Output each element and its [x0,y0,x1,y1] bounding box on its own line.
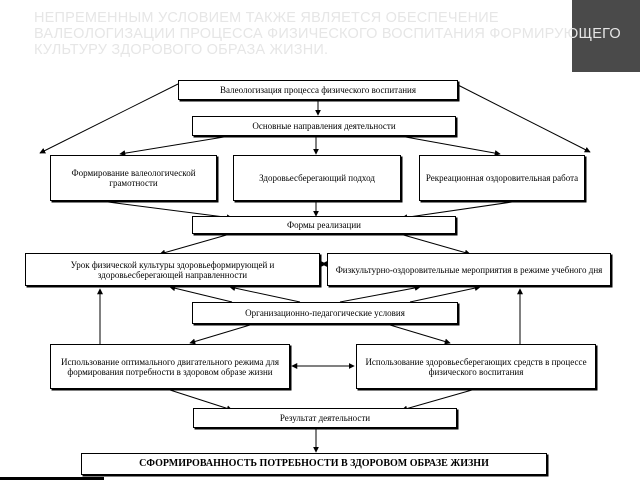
box-health-saving-approach: Здоровьесберегающий подход [233,155,401,201]
box-activity-result-text: Результат деятельности [279,413,371,423]
box-org-ped-conditions-text: Организационно-педагогические условия [245,308,405,318]
box-sports-events: Физкультурно-оздоровительные мероприятия… [327,253,611,286]
box-pe-lesson-text: Урок физической культуры здоровьеформиру… [70,259,275,280]
box-formation-literacy-text: Формирование валеологической грамотности [71,168,196,188]
arrow-valeo-side-right [455,83,591,153]
box-formation-literacy: Формирование валеологической грамотности [50,155,217,201]
box-main-directions: Основные направления деятельности [192,116,456,136]
box-health-saving-means: Использование здоровьесберегающих средст… [356,344,596,389]
arrow-valeo-side-left [39,83,179,154]
box-org-ped-conditions: Организационно-педагогические условия [192,302,458,324]
box-sports-events-text: Физкультурно-оздоровительные мероприятия… [335,264,603,275]
corner-mark [0,477,104,480]
box-forms-of-implementation: Формы реализации [192,216,456,234]
arrow-formation-to-forms [107,201,233,221]
corner-strip [572,0,640,72]
box-health-saving-approach-text: Здоровьесберегающий подход [259,173,375,183]
arrow-conditions-to-events-b [409,285,481,303]
arrow-conditions-to-lesson-b [229,285,301,303]
box-valeologization-text: Валеологизация процесса физического восп… [220,85,416,95]
box-main-directions-text: Основные направления деятельности [252,121,396,131]
arrow-directions-to-formation [119,135,231,157]
arrow-conditions-to-events-a [339,285,421,303]
arrow-conditions-to-motor [189,324,251,345]
box-recreational-work-text: Рекреационная оздоровительная работа [425,173,579,183]
box-health-saving-means-text: Использование здоровьесберегающих средст… [365,356,587,377]
arrow-recreation-to-forms [401,201,513,221]
box-valeologization: Валеологизация процесса физического восп… [178,80,458,100]
box-final-result-text: СФОРМИРОВАННОСТЬ ПОТРЕБНОСТИ В ЗДОРОВОМ … [139,458,489,469]
slide-title: НЕПРЕМЕННЫМ УСЛОВИЕМ ТАКЖЕ ЯВЛЯЕТСЯ ОБЕС… [34,10,621,58]
arrow-conditions-to-lesson-a [169,285,233,303]
arrow-directions-to-recreation [399,135,501,157]
box-optimal-motor-regime: Использование оптимального двигательного… [50,344,290,389]
arrow-forms-to-lesson [159,233,231,256]
box-activity-result: Результат деятельности [193,408,457,428]
arrow-means-to-result [401,389,473,412]
box-forms-of-implementation-text: Формы реализации [287,220,361,230]
box-pe-lesson: Урок физической культуры здоровьеформиру… [25,253,320,286]
arrow-forms-to-events [399,233,471,256]
box-final-result: СФОРМИРОВАННОСТЬ ПОТРЕБНОСТИ В ЗДОРОВОМ … [81,453,547,475]
box-optimal-motor-regime-text: Использование оптимального двигательного… [61,356,279,377]
box-recreational-work: Рекреационная оздоровительная работа [419,155,585,201]
arrow-conditions-to-means [389,324,451,345]
arrow-motor-to-result [169,389,233,412]
